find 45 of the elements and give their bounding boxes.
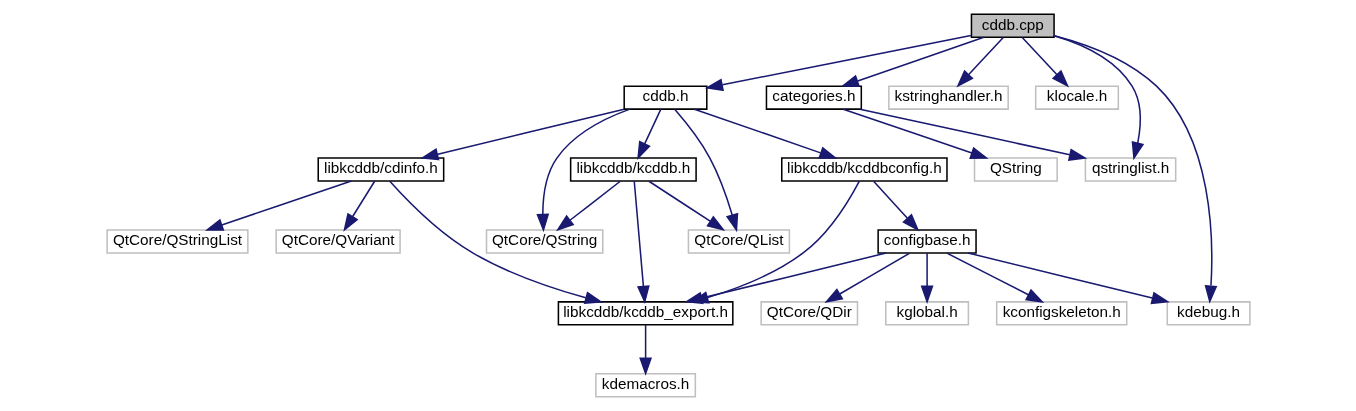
arrow	[693, 108, 838, 159]
node-box: QtCore/QDir	[759, 301, 858, 326]
node-box: libkcddb/cdinfo.h	[316, 157, 444, 182]
node-box: kglobal.h	[884, 301, 969, 326]
node-box: configbase.h	[876, 229, 977, 254]
node-box: klocale.h	[1034, 85, 1119, 110]
arrow	[872, 180, 919, 232]
arrow	[1053, 34, 1217, 304]
arrow	[647, 180, 725, 231]
arrow	[966, 252, 1170, 305]
node-box: cddb.h	[622, 85, 708, 110]
arrow	[858, 108, 1087, 161]
arrow	[638, 324, 652, 376]
arrow	[633, 180, 650, 305]
arrow	[204, 180, 352, 231]
arrow	[955, 36, 1004, 88]
node-box: libkcddb/kcddbconfig.h	[780, 157, 948, 182]
arrow	[920, 252, 934, 304]
arrow	[840, 36, 985, 87]
arrow	[419, 108, 625, 161]
node-box: kdebug.h	[1166, 301, 1251, 326]
node-box: kconfigskeleton.h	[995, 301, 1127, 326]
node-box: categories.h	[765, 85, 862, 110]
node-box: QString	[973, 157, 1058, 182]
node-box: cddb.cpp	[970, 13, 1055, 38]
node-box: kstringhandler.h	[887, 85, 1009, 110]
arrow	[535, 108, 631, 233]
arrow	[1021, 36, 1069, 88]
arrow	[342, 180, 375, 232]
arrow	[636, 108, 661, 160]
arrow	[673, 108, 738, 233]
node-box: QtCore/QVariant	[274, 229, 401, 254]
node-box: kdemacros.h	[594, 373, 696, 398]
arrow	[1052, 35, 1144, 161]
node-box: QtCore/QString	[485, 229, 604, 254]
node-box: libkcddb/kcddb_export.h	[557, 301, 734, 326]
arrow	[823, 252, 910, 303]
node-box: QtCore/QStringList	[105, 229, 249, 254]
node-box: qstringlist.h	[1084, 157, 1176, 182]
arrow	[945, 252, 1044, 303]
node-box: libkcddb/kcddb.h	[569, 157, 697, 182]
arrow	[704, 34, 972, 92]
arrow	[841, 108, 989, 159]
arrow	[555, 180, 621, 232]
node-box: QtCore/QList	[687, 229, 790, 254]
